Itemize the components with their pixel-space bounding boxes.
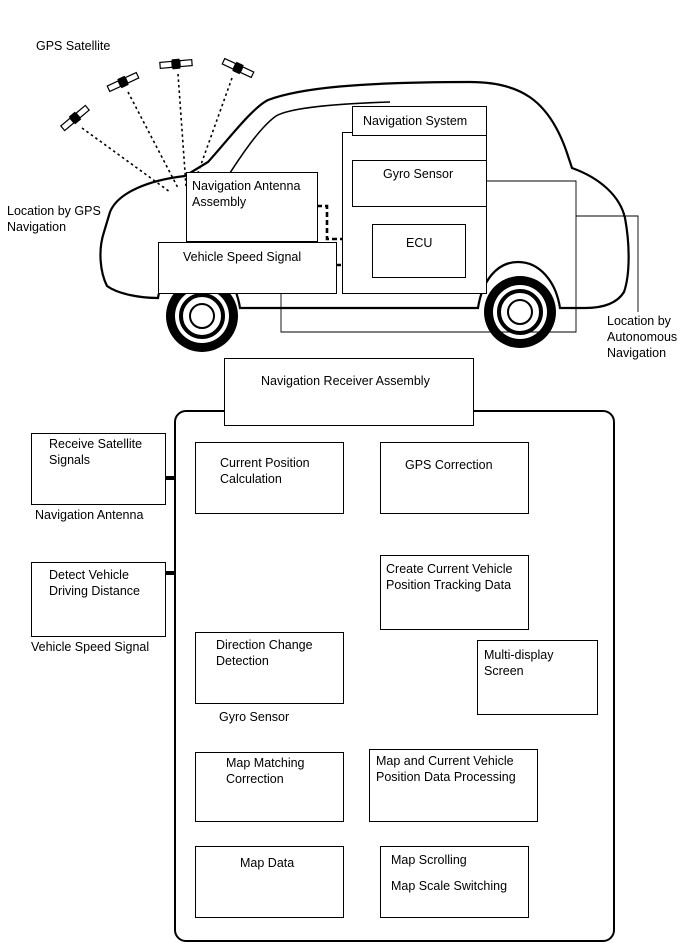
receive-satellite-box: Receive Satellite Signals [31,433,166,505]
multi-display-line2: Screen [484,664,524,678]
map-scrolling-label: Map Scrolling [391,853,467,867]
location-gps-label-line1: Location by GPS [7,204,101,218]
direction-change-line2: Detection [216,654,269,668]
gps-correction-box: GPS Correction [380,442,529,514]
current-position-line2: Calculation [220,472,282,486]
location-autonomous-line2: Autonomous [607,330,678,344]
rear-wheel [484,276,556,348]
front-wheel [166,280,238,352]
antenna-to-ecu-arrow [317,204,370,243]
current-position-line1: Current Position [220,456,310,470]
detect-distance-line2: Driving Distance [49,584,141,598]
navigation-receiver-title-box: Navigation Receiver Assembly [224,358,474,426]
map-scroll-box: Map Scrolling Map Scale Switching [380,846,529,918]
direction-change-line1: Direction Change [216,638,313,652]
map-processing-line2: Position Data Processing [376,770,516,784]
map-matching-box: Map Matching Correction [195,752,344,822]
create-tracking-box: Create Current Vehicle Position Tracking… [380,555,529,630]
receive-satellite-line1: Receive Satellite [49,437,143,451]
current-position-box: Current Position Calculation [195,442,344,514]
location-autonomous-line1: Location by [607,314,671,328]
vehicle-speed-signal-caption: Vehicle Speed Signal [31,640,150,654]
map-scale-switching-label: Map Scale Switching [391,879,508,893]
create-tracking-line1: Create Current Vehicle [386,562,513,576]
multi-display-box: Multi-display Screen [477,640,598,715]
satellite-4 [221,57,255,79]
location-autonomous-line3: Navigation [607,346,667,360]
navigation-antenna-box: Navigation Antenna Assembly [186,172,318,242]
map-data-box: Map Data [195,846,344,918]
satellite-1 [59,104,91,132]
navigation-antenna-caption: Navigation Antenna [35,508,144,522]
navigation-receiver-title: Navigation Receiver Assembly [261,374,430,388]
gyro-sensor-box: Gyro Sensor [352,160,487,207]
gps-correction-label: GPS Correction [405,458,493,472]
map-data-label: Map Data [240,856,295,870]
location-gps-label-line2: Navigation [7,220,67,234]
detect-distance-box: Detect Vehicle Driving Distance [31,562,166,637]
satellite-3 [159,58,193,70]
multi-display-line1: Multi-display [484,648,554,662]
map-matching-line1: Map Matching [226,756,305,770]
antenna-label-line2: Assembly [192,195,247,209]
map-processing-line1: Map and Current Vehicle [376,754,514,768]
map-matching-line2: Correction [226,772,284,786]
autonomous-connector-lines [280,180,639,333]
navigation-system-label: Navigation System [363,114,468,128]
satellite-signal-waves [81,73,233,193]
antenna-label-line1: Navigation Antenna [192,179,301,193]
ecu-box: ECU [372,224,466,278]
gyro-sensor-caption: Gyro Sensor [219,710,290,724]
gps-satellite-label: GPS Satellite [36,39,111,53]
direction-change-box: Direction Change Detection [195,632,344,704]
satellite-2 [106,71,140,93]
receive-satellite-line2: Signals [49,453,90,467]
navigation-system-box: Navigation System [352,106,487,136]
map-processing-box: Map and Current Vehicle Position Data Pr… [369,749,538,822]
detect-distance-line1: Detect Vehicle [49,568,129,582]
gyro-sensor-label: Gyro Sensor [383,167,454,181]
car-window [227,101,391,177]
ecu-label: ECU [406,236,433,250]
vehicle-speed-signal-box: Vehicle Speed Signal [158,242,337,294]
vehicle-speed-signal-label: Vehicle Speed Signal [183,250,302,264]
create-tracking-line2: Position Tracking Data [386,578,512,592]
